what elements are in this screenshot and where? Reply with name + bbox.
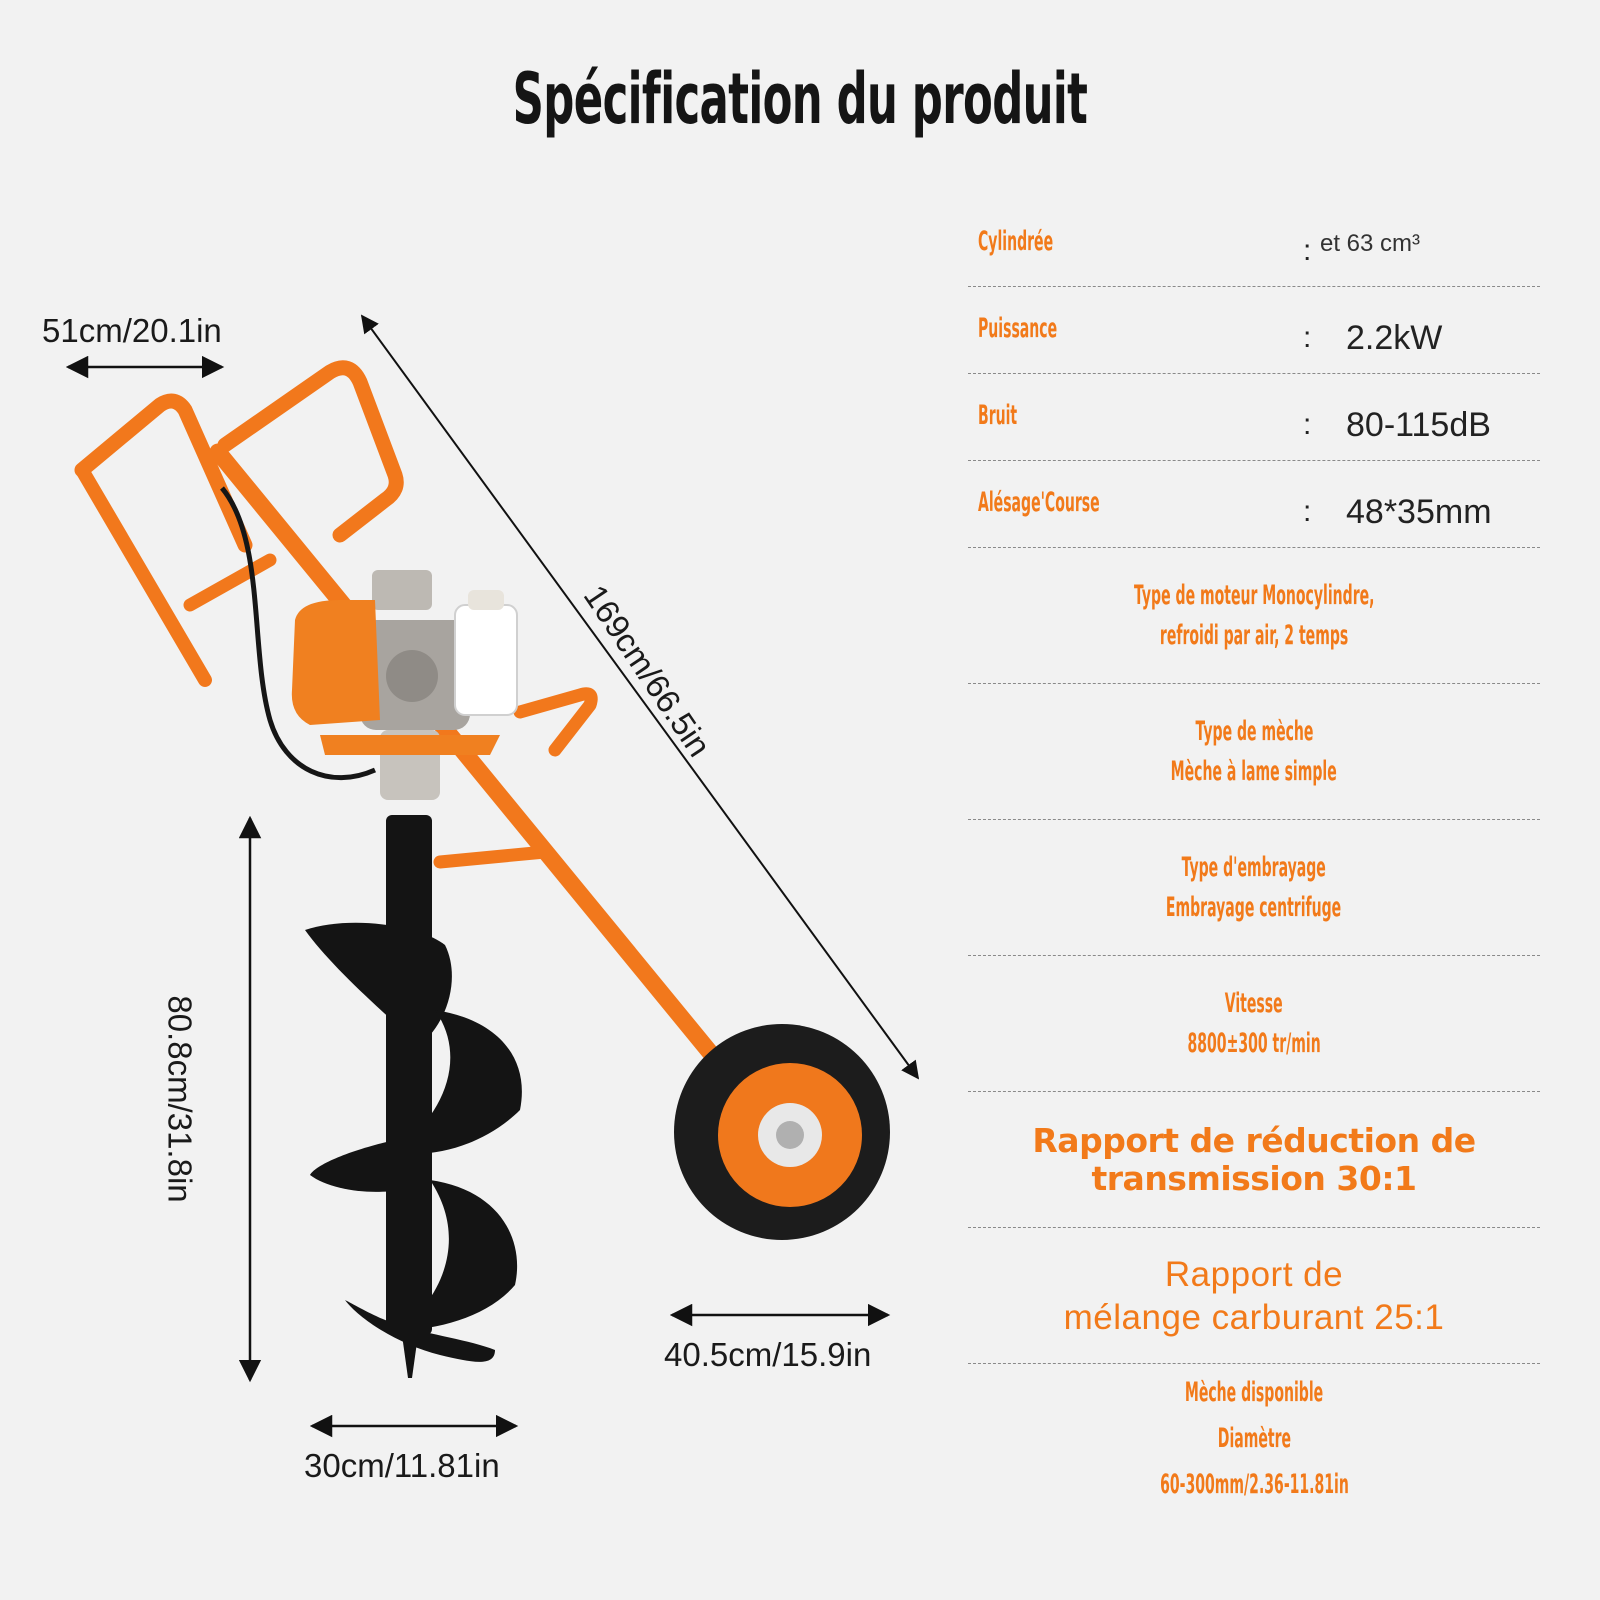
auger-bit [305,815,522,1378]
spec-colon: : [1303,408,1312,441]
spec-block-line: Vitesse [1225,987,1283,1019]
spec-block-line: 60-300mm/2.36-11.81in [1159,1469,1349,1500]
total-length-arrow [360,314,920,1080]
spec-table: Cylindrée : et 63 cm³ Puissance : 2.2kW … [968,200,1540,1514]
spec-row-power: Puissance : 2.2kW [968,287,1540,374]
spec-block-line: refroidi par air, 2 temps [1159,619,1349,651]
spec-block-line: Rapport de réduction de [1032,1120,1476,1160]
spec-block-line: Rapport de [1164,1254,1344,1294]
spec-colon: : [1303,495,1312,528]
spec-block-line: Diamètre [1217,1423,1291,1454]
spec-block-available-bits: Mèche disponible Diamètre 60-300mm/2.36-… [968,1364,1540,1514]
spec-block-speed: Vitesse 8800±300 tr/min [968,956,1540,1092]
spec-label: Puissance [978,313,1058,344]
frame [74,360,799,1159]
bit-length-label: 80.8cm/31.8in [161,995,199,1203]
spec-block-line: Type de moteur Monocylindre, [1133,579,1375,611]
earth-auger-illustration [65,314,920,1438]
spec-block-line: 8800±300 tr/min [1187,1027,1321,1059]
spec-label: Alésage'Course [978,487,1100,518]
spec-row-displacement: Cylindrée : et 63 cm³ [968,200,1540,287]
spec-value: et 63 cm³ [1320,230,1421,257]
spec-block-line: Mèche disponible [1184,1377,1324,1408]
spec-block-clutch-type: Type d'embrayage Embrayage centrifuge [968,820,1540,956]
spec-block-bit-type: Type de mèche Mèche à lame simple [968,684,1540,820]
spec-row-noise: Bruit : 80-115dB [968,374,1540,461]
spec-block-line: Type d'embrayage [1181,851,1327,883]
spec-colon: : [1303,321,1312,354]
spec-label: Cylindrée [978,226,1054,257]
spec-row-bore-stroke: Alésage'Course : 48*35mm [968,461,1540,548]
spec-block-line: mélange carburant 25:1 [1063,1297,1445,1337]
spec-block-line: Embrayage centrifuge [1166,891,1342,923]
spec-block-fuel-mix: Rapport de mélange carburant 25:1 [968,1228,1540,1364]
page-title: Spécification du produit [512,58,1088,140]
throttle-cable [220,486,377,781]
spec-colon: : [1303,234,1312,267]
spec-block-line: Mèche à lame simple [1170,755,1338,787]
spec-block-line: transmission 30:1 [1091,1158,1417,1198]
wheel [674,1024,890,1240]
spec-block-engine-type: Type de moteur Monocylindre, refroidi pa… [968,548,1540,684]
spec-value: 48*35mm [1346,493,1492,531]
engine [291,570,518,800]
spec-block-reduction-ratio: Rapport de réduction de transmission 30:… [968,1092,1540,1228]
wheel-width-label: 40.5cm/15.9in [664,1336,872,1373]
bit-diameter-label: 30cm/11.81in [304,1447,500,1484]
spec-value: 2.2kW [1346,319,1443,357]
spec-block-line: Type de mèche [1195,715,1313,747]
handle-width-label: 51cm/20.1in [42,312,222,349]
spec-value: 80-115dB [1346,406,1491,444]
spec-label: Bruit [978,400,1018,431]
